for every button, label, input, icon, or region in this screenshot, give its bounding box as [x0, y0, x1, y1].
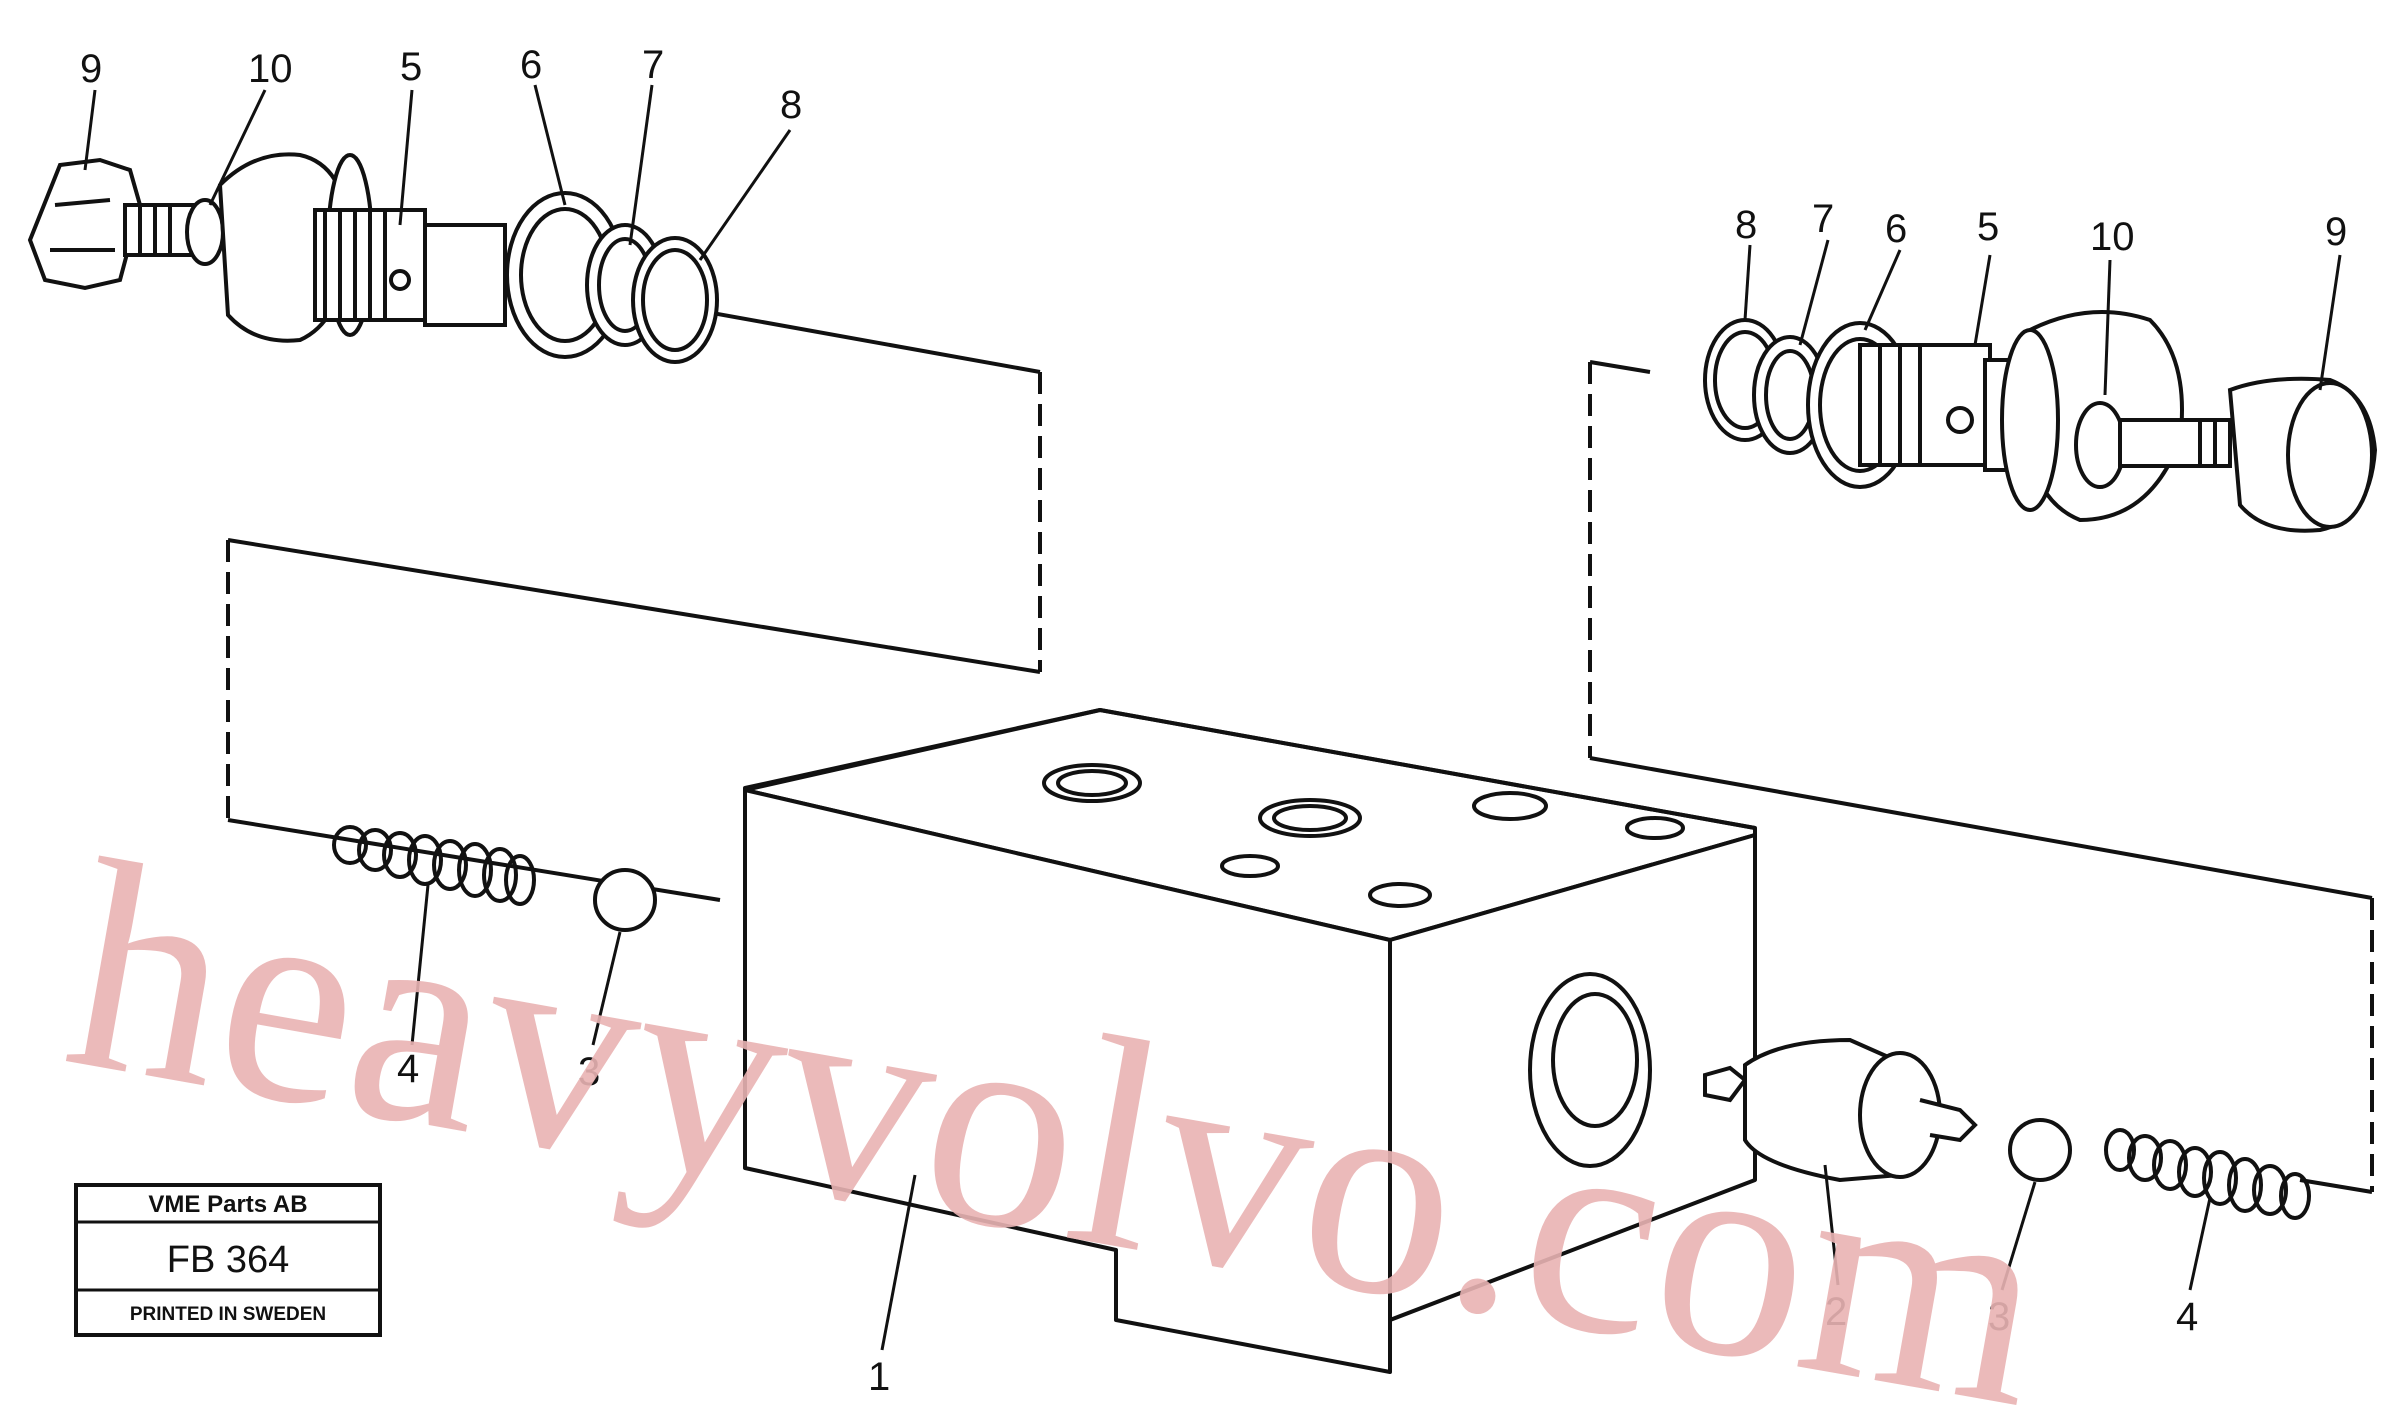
callout-7-right: 7	[1812, 197, 1834, 241]
callout-9-right: 9	[2325, 210, 2347, 254]
callout-7-left: 7	[642, 43, 664, 87]
callout-8-right: 8	[1735, 203, 1757, 247]
callout-3-right: 3	[1988, 1295, 2010, 1339]
callout-9-left: 9	[80, 47, 102, 91]
callout-10-right: 10	[2090, 215, 2135, 259]
port-hole-4	[1625, 816, 1685, 840]
left-cartridge-assembly	[27, 152, 719, 364]
valve-block	[743, 708, 1757, 1374]
port-hole-3	[1472, 791, 1548, 821]
port-hole-5	[1220, 854, 1280, 878]
spring-right	[2104, 1128, 2311, 1220]
title-box: VME Parts AB FB 364 PRINTED IN SWEDEN	[74, 1183, 382, 1337]
dashed-frame-right	[1588, 360, 2374, 1194]
leader-lines	[83, 84, 2342, 1351]
callout-1: 1	[868, 1355, 890, 1399]
callout-5-right: 5	[1977, 205, 1999, 249]
right-cartridge-assembly	[1703, 310, 2378, 533]
callout-10-left: 10	[248, 47, 293, 91]
piston-right	[1703, 1037, 1978, 1183]
callout-2: 2	[1825, 1290, 1847, 1334]
cap-nut-left	[27, 157, 143, 291]
callout-6-right: 6	[1885, 207, 1907, 251]
callout-6-left: 6	[520, 43, 542, 87]
callout-5-left: 5	[400, 45, 422, 89]
callout-8-left: 8	[780, 83, 802, 127]
port-hole-6	[1368, 882, 1432, 908]
title-box-printed: PRINTED IN SWEDEN	[130, 1304, 326, 1325]
ball-right	[2008, 1118, 2072, 1182]
callout-labels: 9 10 5 6 7 8 8 7 6 5 10 9 4 3 1 2 3 4	[80, 43, 2347, 1399]
callout-4-left: 4	[397, 1047, 419, 1091]
callout-3-left: 3	[578, 1050, 600, 1094]
ball-left	[593, 868, 657, 932]
callout-4-right: 4	[2176, 1295, 2198, 1339]
title-box-company: VME Parts AB	[148, 1191, 307, 1218]
spring-left	[332, 825, 536, 906]
title-box-code: FB 364	[167, 1239, 290, 1281]
